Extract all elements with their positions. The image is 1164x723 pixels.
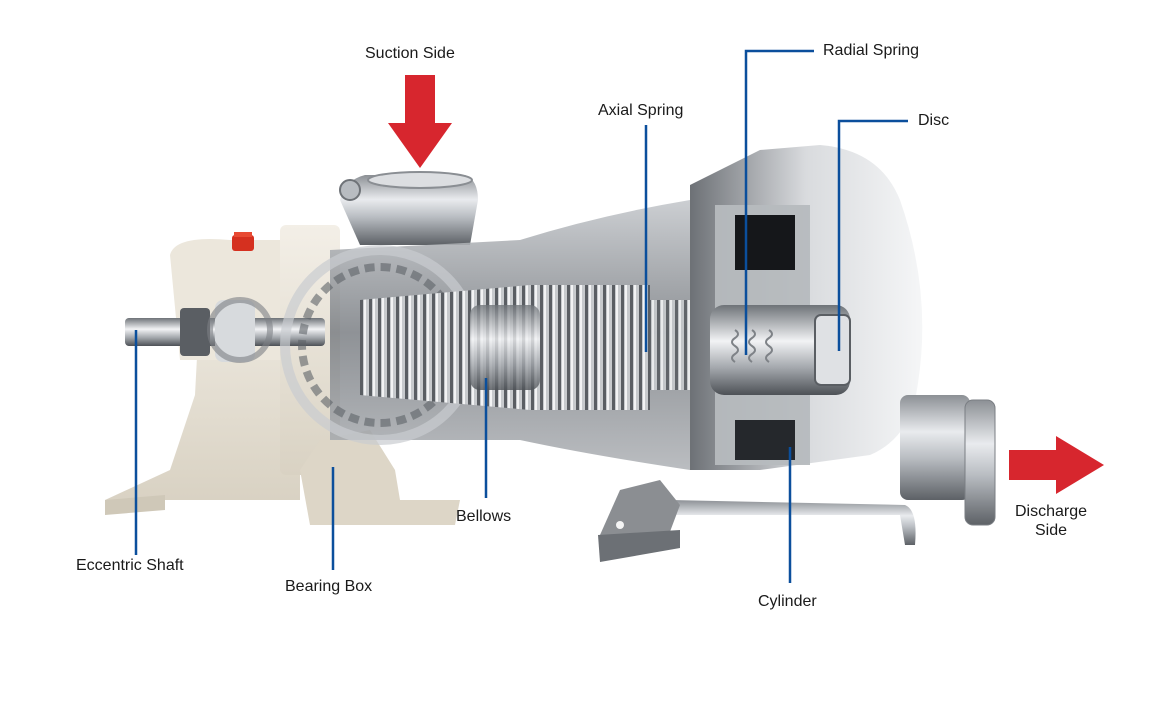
discharge-side-label: Discharge Side: [1011, 502, 1091, 540]
eccentric-shaft-body: [125, 297, 325, 363]
suction-arrow-icon: [388, 75, 452, 168]
leader-lines: [134, 49, 908, 583]
discharge-arrow-icon: [1009, 436, 1104, 494]
discharge-label-line1: Discharge: [1014, 503, 1088, 520]
disc-label: Disc: [918, 112, 950, 129]
leader-disc: [837, 119, 908, 351]
bearing-box-label: Bearing Box: [285, 578, 373, 595]
cylinder-head: [690, 145, 923, 470]
bellows-label: Bellows: [456, 508, 512, 525]
eccentric-shaft-label: Eccentric Shaft: [76, 557, 184, 574]
mounting-foot: [598, 480, 680, 562]
suction-side-label: Suction Side: [365, 45, 455, 62]
axial-spring-label: Axial Spring: [598, 102, 684, 119]
suction-port: [339, 171, 478, 245]
discharge-outlet: [670, 395, 996, 545]
discharge-label-line2: Side: [1034, 522, 1068, 540]
cylinder-label: Cylinder: [758, 593, 817, 610]
leader-radial-spring: [744, 49, 814, 355]
radial-spring-label: Radial Spring: [823, 42, 920, 59]
